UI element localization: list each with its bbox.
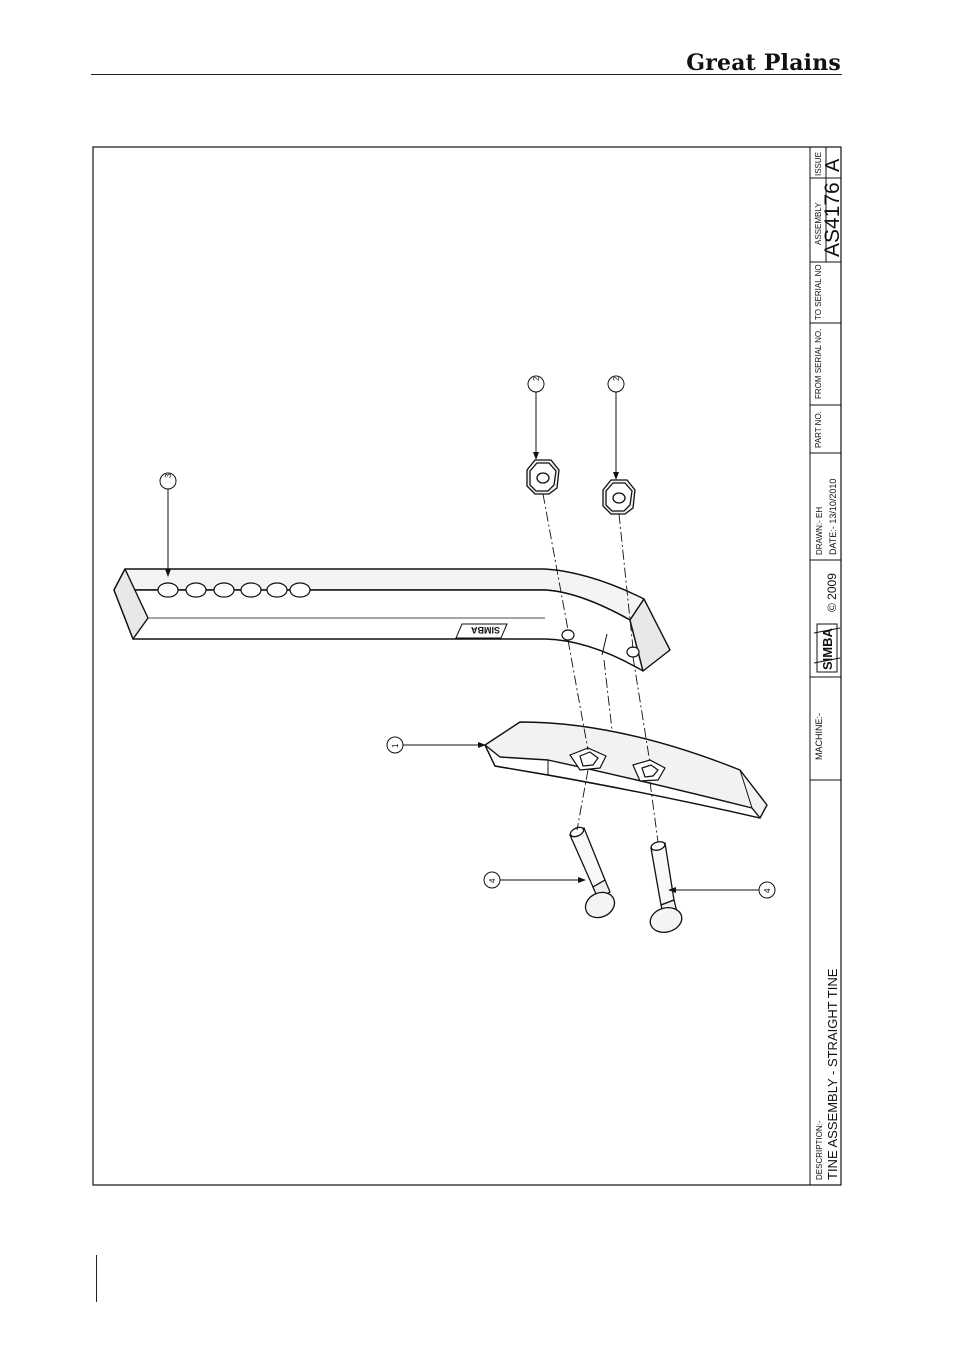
description-label: DESCRIPTION:-	[815, 1120, 824, 1180]
simba-logo: SIMBA	[814, 624, 840, 672]
lock-nut	[527, 460, 559, 494]
tine-point	[485, 722, 767, 818]
drawing-frame	[93, 147, 841, 1185]
callout-3-number: 3	[164, 473, 173, 478]
callout-4-number: 4	[763, 888, 772, 893]
callout-2: 2	[528, 376, 544, 460]
footer-rule	[96, 1255, 97, 1302]
carriage-bolt	[647, 840, 684, 935]
callout-2-number: 2	[532, 376, 541, 381]
callout-4: 4	[484, 872, 586, 888]
assembly-number: AS4176	[821, 182, 844, 257]
callout-2-number: 2	[612, 376, 621, 381]
shank-decal: SIMBA	[456, 624, 507, 638]
part-no-label: PART NO.	[814, 411, 823, 448]
drawn-by: DRAWN:- EH	[815, 507, 824, 555]
carriage-bolt	[569, 825, 619, 922]
shank-decal-text: SIMBA	[471, 625, 501, 635]
lock-nut	[603, 480, 635, 514]
copyright: © 2009	[825, 573, 839, 612]
issue-value: A	[822, 158, 844, 172]
callout-4: 4	[668, 882, 775, 898]
description: TINE ASSEMBLY - STRAIGHT TINE	[825, 968, 840, 1180]
callout-4-number: 4	[488, 878, 497, 883]
callout-3: 3	[160, 473, 176, 577]
callout-2: 2	[608, 376, 624, 480]
drawing-date: DATE:- 13/10/2010	[828, 479, 838, 555]
to-serial-label: TO SERIAL NO	[814, 264, 823, 320]
from-serial-label: FROM SERIAL NO.	[814, 329, 823, 399]
machine-label: MACHINE:-	[814, 713, 824, 760]
callout-1: 1	[387, 737, 486, 753]
callout-1-number: 1	[391, 743, 400, 748]
simba-logo-text: SIMBA	[820, 628, 835, 671]
